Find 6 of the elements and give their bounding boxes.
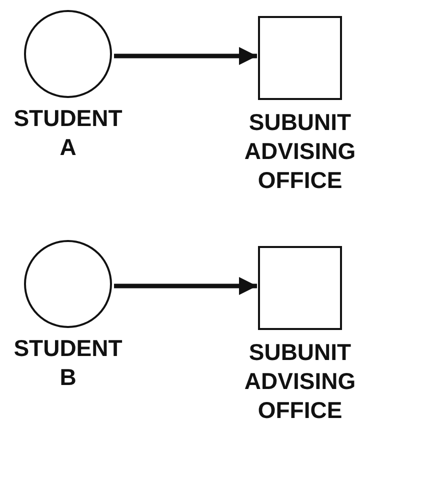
node-label: SUBUNIT ADVISING OFFICE xyxy=(243,338,357,425)
node-label: STUDENT A xyxy=(12,104,124,162)
arrow xyxy=(114,47,257,65)
arrow xyxy=(114,277,257,295)
node-label: SUBUNIT ADVISING OFFICE xyxy=(243,108,357,195)
node-label: STUDENT B xyxy=(12,334,124,392)
